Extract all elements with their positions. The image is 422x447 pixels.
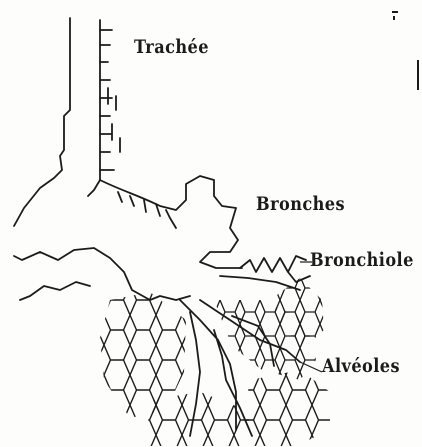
label-trachee: Trachée	[134, 36, 209, 58]
alveoli-cluster-lower-right	[244, 370, 330, 446]
bronchus-teeth	[118, 192, 176, 228]
label-alveoles: Alvéoles	[322, 355, 400, 377]
trachea-cartilage-line	[88, 20, 100, 196]
alveoli-clusters	[100, 278, 330, 446]
main-bronchus-right	[100, 176, 242, 268]
alveoli-cluster-bottom	[146, 392, 256, 446]
scan-marks	[392, 12, 418, 90]
left-bronchus	[14, 248, 190, 300]
label-bronches: Bronches	[256, 193, 345, 215]
trachea-rings	[100, 30, 120, 170]
trachea-left-wall	[14, 18, 70, 226]
label-bronchiole: Bronchiole	[310, 249, 414, 271]
